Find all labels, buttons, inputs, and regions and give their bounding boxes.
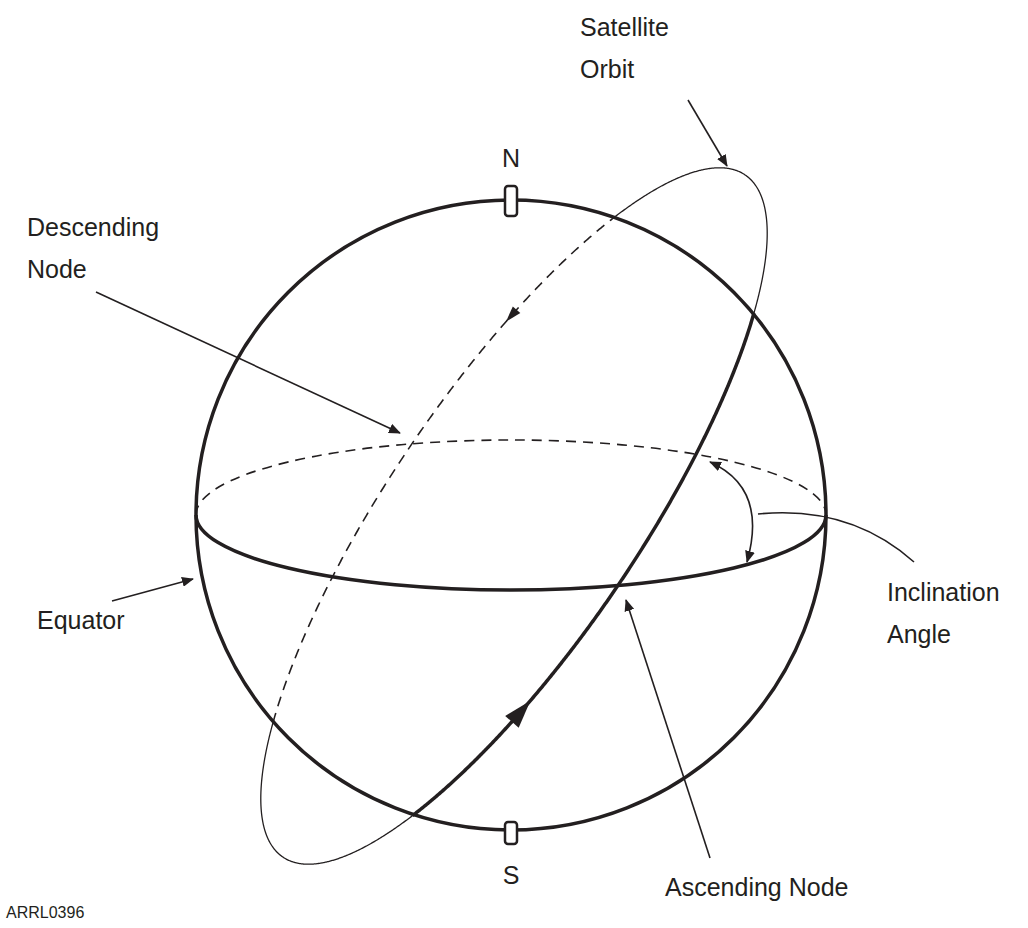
north-pole-stub [505,186,517,216]
leader-line [758,513,914,562]
angle-label: Inclination Angle [887,571,1022,655]
orbit-segment [745,175,767,313]
orbit-segment [413,313,754,815]
equator-back [196,440,826,515]
leader-line [96,292,400,433]
globe-outline [196,200,826,830]
orbit-segment [273,216,615,722]
orbit-segment [615,168,745,217]
direction-arrow [506,306,520,321]
node-label: Ascending Node [665,866,848,908]
equator-front [196,515,826,590]
pole-label: S [503,854,520,896]
leader-line [112,579,193,601]
direction-arrow [505,701,530,728]
leader-line [626,600,710,858]
figure-id: ARRL0396 [6,903,84,923]
pole-label: N [502,137,520,179]
south-pole-stub [505,822,517,844]
orbit-segment [261,723,413,865]
orbit-label: Satellite Orbit [580,6,705,90]
leader-line [688,100,727,166]
equator-label: Equator [37,599,125,641]
satellite-orbit [261,168,767,864]
node-label: Descending Node [27,206,177,290]
inclination-arc [710,462,753,562]
